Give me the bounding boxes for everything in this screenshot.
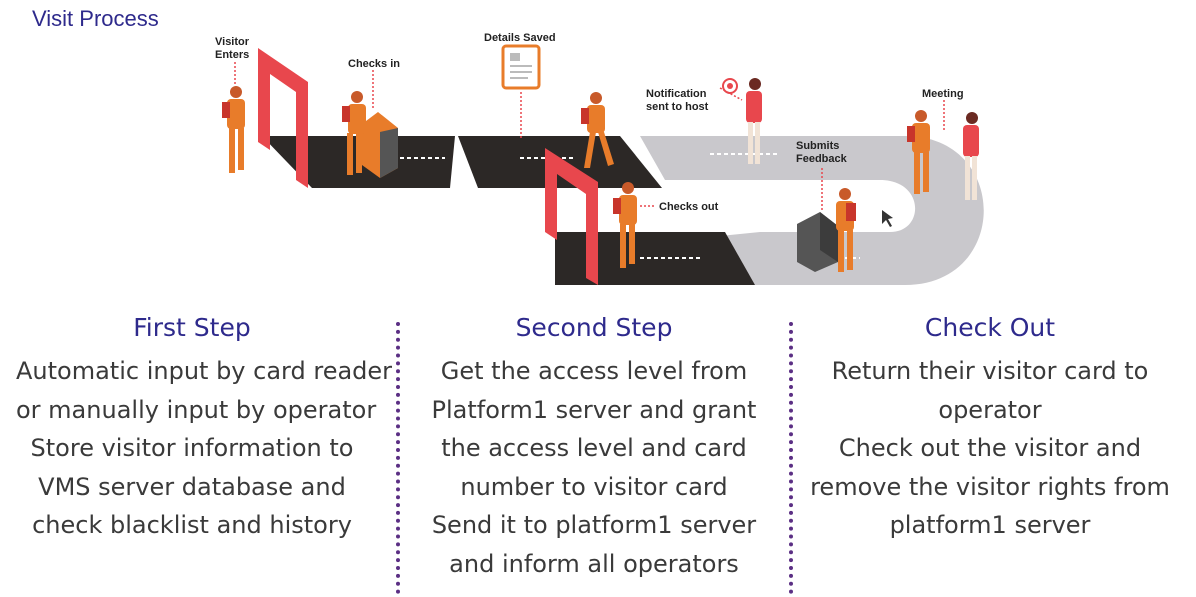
label-checks-in: Checks in xyxy=(348,58,400,70)
visitor-figure-feedback xyxy=(836,188,856,272)
step-description: Return their visitor card to operator Ch… xyxy=(800,352,1180,545)
step-line: Get the access level from xyxy=(440,357,748,385)
step-line: the access level and card xyxy=(441,434,747,462)
step-line: remove the visitor rights from xyxy=(810,472,1170,501)
step-title: Second Step xyxy=(515,313,673,342)
label-details-saved: Details Saved xyxy=(484,32,556,44)
step-line: Automatic input by card reader xyxy=(16,357,393,385)
step-line: or manually input by operator xyxy=(16,395,377,424)
step-column-second: Second Step Get the access level from Pl… xyxy=(408,310,780,583)
step-line: Platform1 server and grant xyxy=(431,395,757,424)
label-submits-feedback: Submits Feedback xyxy=(796,140,848,165)
visitor-figure-checking-out xyxy=(613,182,637,268)
step-line: operator xyxy=(938,395,1042,424)
step-line: platform1 server xyxy=(889,511,1091,539)
column-divider xyxy=(396,322,400,594)
feedback-kiosk xyxy=(797,212,838,272)
step-line: Store visitor information to xyxy=(30,434,354,462)
step-line: VMS server database and xyxy=(38,472,346,501)
step-description: Get the access level from Platform1 serv… xyxy=(408,352,780,583)
step-line: check blacklist and history xyxy=(32,511,352,539)
step-line: and inform all operators xyxy=(449,549,739,578)
visitor-figure-meeting xyxy=(907,110,930,194)
label-checks-out: Checks out xyxy=(659,201,719,213)
label-notification: Notification sent to host xyxy=(646,88,710,113)
step-line: Send it to platform1 server xyxy=(431,511,757,539)
entry-gate xyxy=(258,48,308,188)
visitor-figure-entering xyxy=(222,86,245,173)
step-line: number to visitor card xyxy=(460,472,728,501)
step-line: Return their visitor card to xyxy=(831,357,1149,385)
cursor-icon xyxy=(882,210,893,227)
visitor-figure-walking xyxy=(581,92,614,168)
host-figure-meeting xyxy=(963,112,979,200)
step-description: Automatic input by card reader or manual… xyxy=(16,352,393,545)
column-divider xyxy=(789,322,793,594)
label-meeting: Meeting xyxy=(922,88,964,100)
step-column-check-out: Check Out Return their visitor card to o… xyxy=(800,310,1180,545)
step-line: Check out the visitor and xyxy=(838,434,1142,462)
page-title: Visit Process xyxy=(32,6,159,31)
exit-gate xyxy=(545,148,598,285)
host-figure-notified xyxy=(746,78,762,164)
step-title: First Step xyxy=(133,313,251,342)
visit-process-illustration: Visitor Enters Checks in Details Saved N… xyxy=(215,32,984,285)
step-column-first: First Step Automatic input by card reade… xyxy=(0,310,393,545)
label-visitor-enters: Visitor Enters xyxy=(215,36,252,61)
notification-bell-icon xyxy=(722,78,738,94)
document-icon xyxy=(501,44,541,90)
visitor-figure-checking-in xyxy=(342,91,366,175)
step-title: Check Out xyxy=(924,313,1056,342)
check-in-kiosk xyxy=(362,112,398,178)
